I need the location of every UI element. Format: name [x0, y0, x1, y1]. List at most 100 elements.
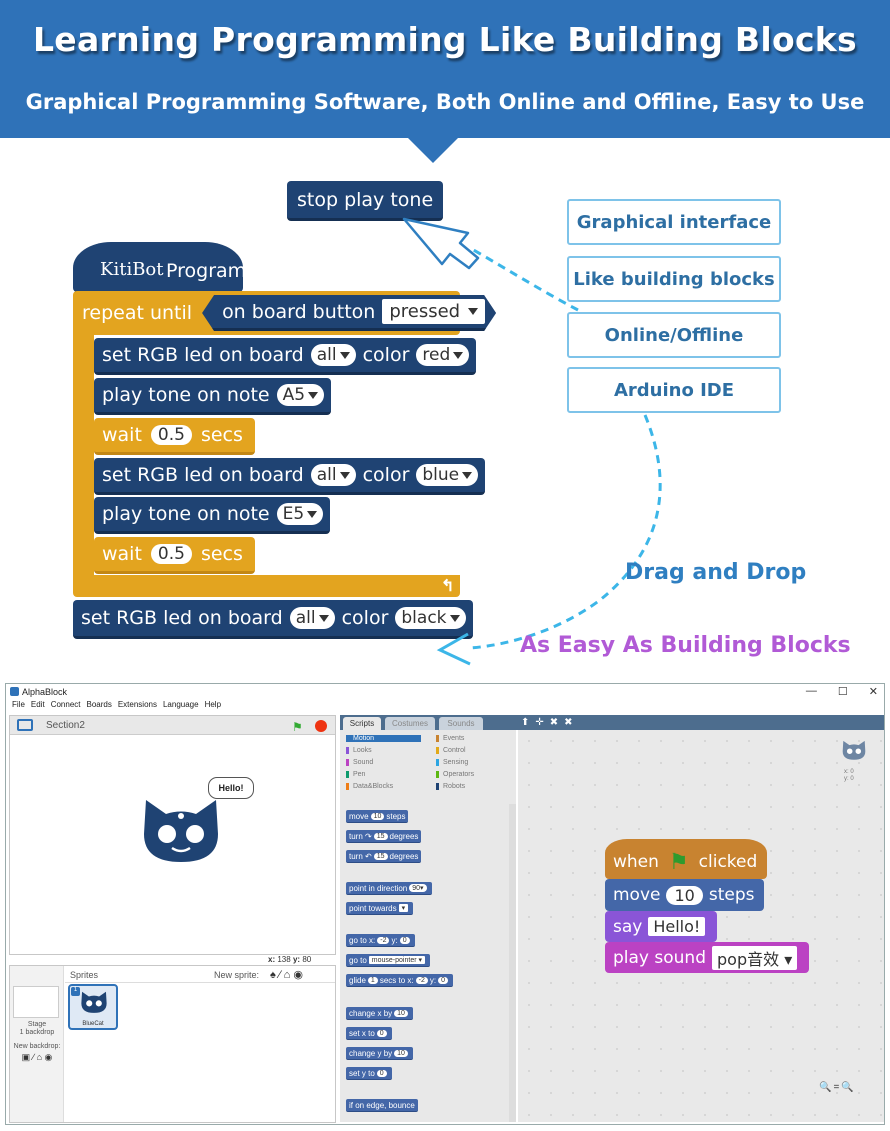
move-steps-block[interactable]: move 10 steps — [605, 879, 765, 911]
play-sound-block[interactable]: play sound pop音效 ▾ — [605, 942, 810, 973]
fullscreen-icon[interactable] — [17, 719, 33, 731]
backdrop-tools-icon[interactable]: ▣ ∕ ⌂ ◉ — [21, 1052, 53, 1062]
block-number[interactable]: 0 — [438, 976, 448, 984]
dropdown-value: black — [401, 608, 447, 628]
wait-input[interactable]: 0.5 — [150, 544, 192, 564]
color-dropdown[interactable]: black — [395, 607, 466, 629]
palette-point-towards-block[interactable]: point towards▾ — [346, 902, 414, 915]
block-number[interactable]: 0 — [376, 1069, 387, 1077]
script-workspace[interactable] — [518, 730, 884, 1122]
wait-block[interactable]: wait 0.5 secs — [94, 537, 255, 574]
wait-input[interactable]: 0.5 — [150, 425, 192, 445]
green-flag-icon[interactable]: ⚑ — [292, 720, 303, 734]
block-number[interactable]: 10 — [394, 1049, 408, 1057]
tab-sounds[interactable]: Sounds — [439, 717, 483, 730]
sprite-tile-bluecat[interactable]: 1 BlueCat — [68, 984, 118, 1030]
board-dropdown[interactable]: all — [310, 344, 356, 366]
category-robots[interactable]: Robots — [436, 783, 465, 790]
workspace-tools-icon[interactable]: ⬆✛✖✖ — [521, 717, 579, 728]
note-dropdown[interactable]: E5 — [276, 503, 324, 525]
board-dropdown[interactable]: all — [289, 607, 335, 629]
sound-dropdown[interactable]: pop音效 ▾ — [712, 945, 798, 970]
color-dropdown[interactable]: red — [416, 344, 470, 366]
category-sensing[interactable]: Sensing — [436, 759, 468, 766]
window-controls: — ☐ ✕ — [806, 685, 878, 698]
note-dropdown[interactable]: A5 — [276, 384, 325, 406]
block-label: turn ↶ — [349, 851, 372, 861]
block-number[interactable]: 15 — [373, 852, 388, 860]
palette-bounce-block[interactable]: if on edge, bounce — [346, 1099, 418, 1112]
maximize-button[interactable]: ☐ — [837, 686, 848, 698]
category-operators[interactable]: Operators — [436, 771, 474, 778]
palette-scrollbar[interactable] — [509, 804, 516, 1122]
stop-icon[interactable] — [315, 720, 327, 732]
category-motion[interactable]: Motion — [346, 735, 421, 742]
zoom-controls-icon[interactable]: 🔍=🔍 — [819, 1082, 856, 1093]
callout-online-offline: Online/Offline — [567, 312, 781, 358]
when-flag-clicked-block[interactable]: when ⚑ clicked — [605, 839, 768, 879]
block-number[interactable]: 1 — [367, 976, 378, 984]
set-rgb-blue-block[interactable]: set RGB led on board all color blue — [94, 458, 486, 495]
cat-sprite-icon[interactable] — [140, 794, 222, 866]
on-board-button-block[interactable]: on board button pressed — [202, 295, 496, 331]
block-dropdown[interactable]: ▾ — [398, 904, 409, 912]
program-hat-block[interactable]: KitiBot Program — [73, 242, 246, 292]
repeat-until-arm — [73, 334, 94, 576]
menu-boards[interactable]: Boards — [86, 700, 112, 709]
play-tone-a5-block[interactable]: play tone on note A5 — [94, 378, 332, 415]
category-sound[interactable]: Sound — [346, 759, 373, 766]
move-steps-input[interactable]: 10 — [666, 885, 703, 905]
pressed-dropdown[interactable]: pressed — [382, 299, 485, 324]
block-number[interactable]: -2 — [415, 976, 428, 984]
block-number[interactable]: 10 — [370, 812, 385, 820]
menu-file[interactable]: File — [12, 700, 25, 709]
board-dropdown[interactable]: all — [310, 464, 356, 486]
category-pen[interactable]: Pen — [346, 771, 365, 778]
play-tone-e5-block[interactable]: play tone on note E5 — [94, 497, 331, 534]
category-looks[interactable]: Looks — [346, 747, 372, 754]
tab-scripts[interactable]: Scripts — [343, 717, 381, 730]
minimize-button[interactable]: — — [805, 685, 817, 697]
menu-extensions[interactable]: Extensions — [117, 700, 157, 709]
set-rgb-black-block[interactable]: set RGB led on board all color black — [73, 600, 473, 639]
close-button[interactable]: ✕ — [868, 686, 878, 698]
tab-costumes[interactable]: Costumes — [385, 717, 435, 730]
dropdown-value: E5 — [282, 504, 305, 524]
set-rgb-red-block[interactable]: set RGB led on board all color red — [94, 338, 477, 375]
category-data-blocks[interactable]: Data&Blocks — [346, 783, 393, 790]
block-number[interactable]: 0 — [376, 1029, 387, 1037]
new-sprite-tools-icon[interactable]: ♠∕⌂◉ — [270, 969, 306, 981]
menu-help[interactable]: Help — [204, 700, 222, 709]
block-number[interactable]: -2 — [377, 936, 390, 944]
menu-edit[interactable]: Edit — [30, 700, 45, 709]
stage-header: Section2 ⚑ — [10, 716, 335, 735]
say-block[interactable]: say Hello! — [605, 911, 718, 942]
block-number[interactable]: 10 — [394, 1009, 408, 1017]
block-number[interactable]: 90▾ — [409, 884, 427, 892]
block-label: move — [349, 811, 369, 821]
block-number[interactable]: 15 — [373, 832, 388, 840]
category-control[interactable]: Control — [436, 747, 466, 754]
block-number[interactable]: 0 — [399, 936, 410, 944]
stage-thumbnail[interactable]: Stage 1 backdrop New backdrop: ▣ ∕ ⌂ ◉ — [10, 966, 64, 1122]
sprite-position: x: 0 y: 0 — [844, 769, 854, 783]
wait-block[interactable]: wait 0.5 secs — [94, 418, 255, 455]
category-events[interactable]: Events — [436, 735, 464, 742]
stop-play-tone-block[interactable]: stop play tone — [287, 181, 444, 221]
menu-connect[interactable]: Connect — [50, 700, 81, 709]
say-input[interactable]: Hello! — [648, 917, 706, 936]
block-dropdown[interactable]: mouse-pointer ▾ — [368, 956, 425, 964]
color-dropdown[interactable]: blue — [416, 464, 479, 486]
menu-language[interactable]: Language — [162, 700, 199, 709]
